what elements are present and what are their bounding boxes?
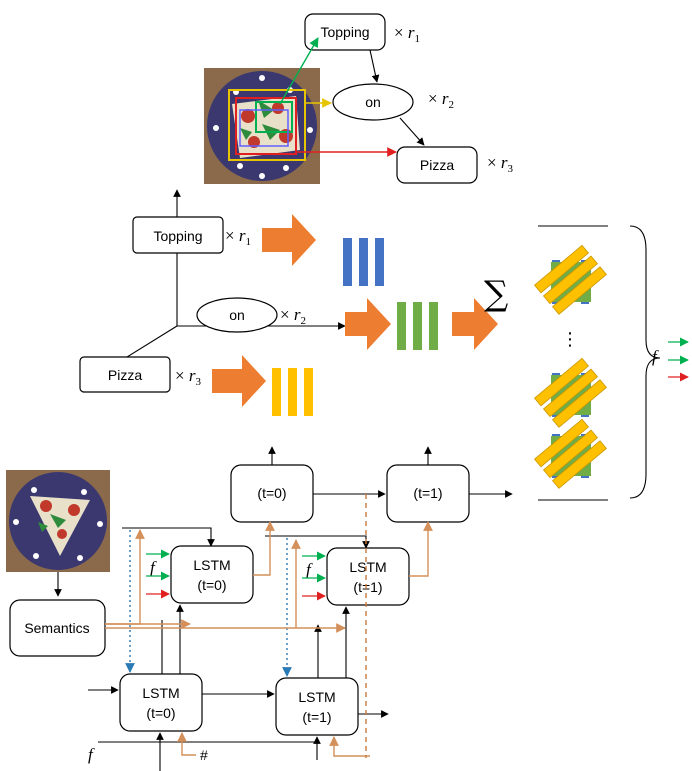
embed-label-topping: Topping — [132, 216, 224, 254]
bars-blue — [343, 238, 384, 286]
scene-node-topping: Topping — [304, 13, 386, 51]
feature-stack-bracket — [538, 225, 608, 501]
weight-r3-top: × r3 — [487, 153, 513, 175]
mid-lstm-t1: LSTM (t=1) — [326, 547, 410, 606]
embed-label-on: on — [196, 297, 278, 333]
semantics-box: Semantics — [9, 599, 106, 657]
weight-r1-mid: × r1 — [225, 226, 251, 248]
edge-on-pizza — [399, 117, 425, 146]
hash-symbol: # — [200, 747, 208, 763]
mid-lstm-t0-title: LSTM — [193, 557, 230, 573]
right-brace — [629, 225, 661, 499]
top-box-t1-label: (t=1) — [413, 485, 442, 501]
scene-node-on-label: on — [365, 94, 381, 110]
stack-ellipsis: ⋮ — [561, 329, 579, 350]
orange-semantics-up-t0 — [105, 529, 145, 625]
orange-mid-t0-to-top — [253, 521, 275, 576]
mid-lstm-t1-title: LSTM — [349, 559, 386, 575]
semantics-label: Semantics — [24, 620, 89, 636]
scene-node-pizza-label: Pizza — [420, 157, 454, 173]
image-feature-to-mid-t0 — [122, 527, 215, 547]
link-green-topping — [279, 37, 319, 105]
embed-label-pizza-text: Pizza — [108, 367, 142, 383]
pizza-image-top — [204, 68, 320, 184]
embed-label-pizza: Pizza — [79, 356, 171, 393]
feature-to-mid-t1 — [280, 535, 370, 549]
top-box-t1: (t=1) — [386, 464, 470, 523]
feature-symbol-right: f — [652, 347, 659, 366]
edge-topping-on — [369, 49, 380, 83]
top-box-t0: (t=0) — [230, 464, 314, 523]
bottom-lstm-t1-title: LSTM — [298, 689, 335, 705]
block-arrow-sum — [452, 298, 498, 350]
block-arrow-on — [345, 298, 391, 350]
orange-hash-to-t0 — [177, 732, 196, 756]
mid-lstm-t1-step: (t=1) — [353, 579, 382, 595]
feature-stack-1 — [534, 244, 607, 315]
feature-stack-3 — [534, 418, 607, 489]
orange-mid-t1-to-top — [409, 521, 433, 577]
block-arrow-topping — [262, 214, 316, 266]
weight-r1-top: × r1 — [394, 23, 420, 45]
orange-loop-t1 — [329, 736, 370, 757]
scene-node-topping-label: Topping — [320, 24, 369, 40]
bottom-lstm-t0-title: LSTM — [142, 685, 179, 701]
bottom-lstm-t0-step: (t=0) — [146, 705, 175, 721]
feature-stack-2 — [534, 357, 607, 428]
block-arrow-pizza — [212, 355, 266, 407]
feature-symbol-mid-t0: f — [150, 558, 157, 577]
weight-r3-mid: × r3 — [175, 366, 201, 388]
weight-r2-top: × r2 — [428, 89, 454, 111]
feature-symbol-bottom: f — [88, 745, 95, 764]
bottom-lstm-t1-step: (t=1) — [302, 709, 331, 725]
top-box-t0-label: (t=0) — [257, 485, 286, 501]
scene-node-on: on — [332, 83, 414, 121]
mid-lstm-t0: LSTM (t=0) — [170, 545, 254, 604]
weight-r2-mid: × r2 — [280, 305, 306, 327]
bottom-f-line-t0 — [98, 732, 164, 743]
embed-label-on-text: on — [229, 307, 245, 323]
bars-green — [397, 302, 438, 350]
bottom-lstm-t0: LSTM (t=0) — [119, 673, 203, 732]
mid-lstm-t0-step: (t=0) — [197, 577, 226, 593]
bottom-lstm-t1: LSTM (t=1) — [275, 677, 359, 736]
feature-symbol-mid-t1: f — [306, 560, 313, 579]
sum-symbol: ∑ — [484, 274, 508, 314]
bars-yellow — [272, 368, 313, 416]
pizza-image-bottom — [6, 470, 110, 572]
scene-node-pizza: Pizza — [396, 146, 478, 184]
embed-label-topping-text: Topping — [153, 228, 202, 244]
